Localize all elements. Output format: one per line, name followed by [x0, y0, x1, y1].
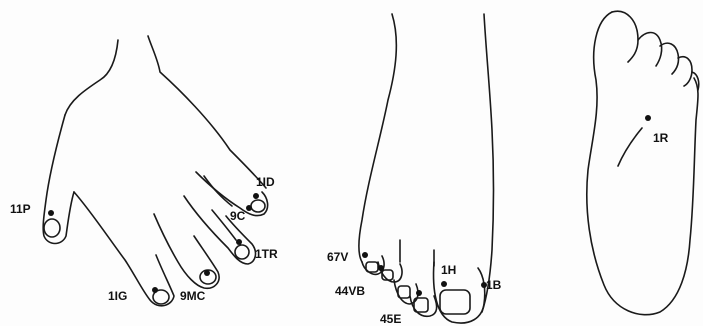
point-1H-marker [441, 281, 447, 287]
point-1R-label: 1R [653, 131, 669, 145]
point-9C-label: 9C [230, 209, 246, 223]
point-1TR-label: 1TR [255, 247, 278, 261]
point-1TR: 1TR [236, 239, 278, 261]
point-45E-label: 45E [380, 312, 401, 326]
point-45E-marker [416, 290, 422, 296]
foot-sole-outline [587, 11, 699, 314]
point-11P-marker [48, 210, 54, 216]
point-11P: 11P [10, 202, 54, 216]
point-44VB-label: 44VB [335, 284, 365, 298]
point-44VB: 44VB [335, 265, 384, 298]
point-67V-label: 67V [327, 250, 348, 264]
point-9MC-label: 9MC [180, 289, 206, 303]
point-1H: 1H [441, 263, 456, 287]
point-45E: 45E [380, 290, 422, 326]
point-1B-label: 1B [486, 278, 502, 292]
point-67V-marker [362, 252, 368, 258]
point-1R-marker [645, 115, 651, 121]
foot-dorsal-outline [359, 14, 494, 323]
point-44VB-marker [378, 265, 384, 271]
point-9C-marker [246, 205, 252, 211]
point-1H-label: 1H [441, 263, 456, 277]
point-1IG-label: 1IG [108, 289, 127, 303]
hand-outline [43, 36, 267, 306]
point-1ID-marker [253, 193, 259, 199]
point-11P-label: 11P [10, 202, 31, 216]
point-1IG-marker [152, 287, 158, 293]
point-9MC: 9MC [180, 270, 210, 303]
point-9MC-marker [204, 270, 210, 276]
point-1R: 1R [645, 115, 669, 145]
point-1TR-marker [236, 239, 242, 245]
point-1ID-label: 1ID [256, 175, 275, 189]
